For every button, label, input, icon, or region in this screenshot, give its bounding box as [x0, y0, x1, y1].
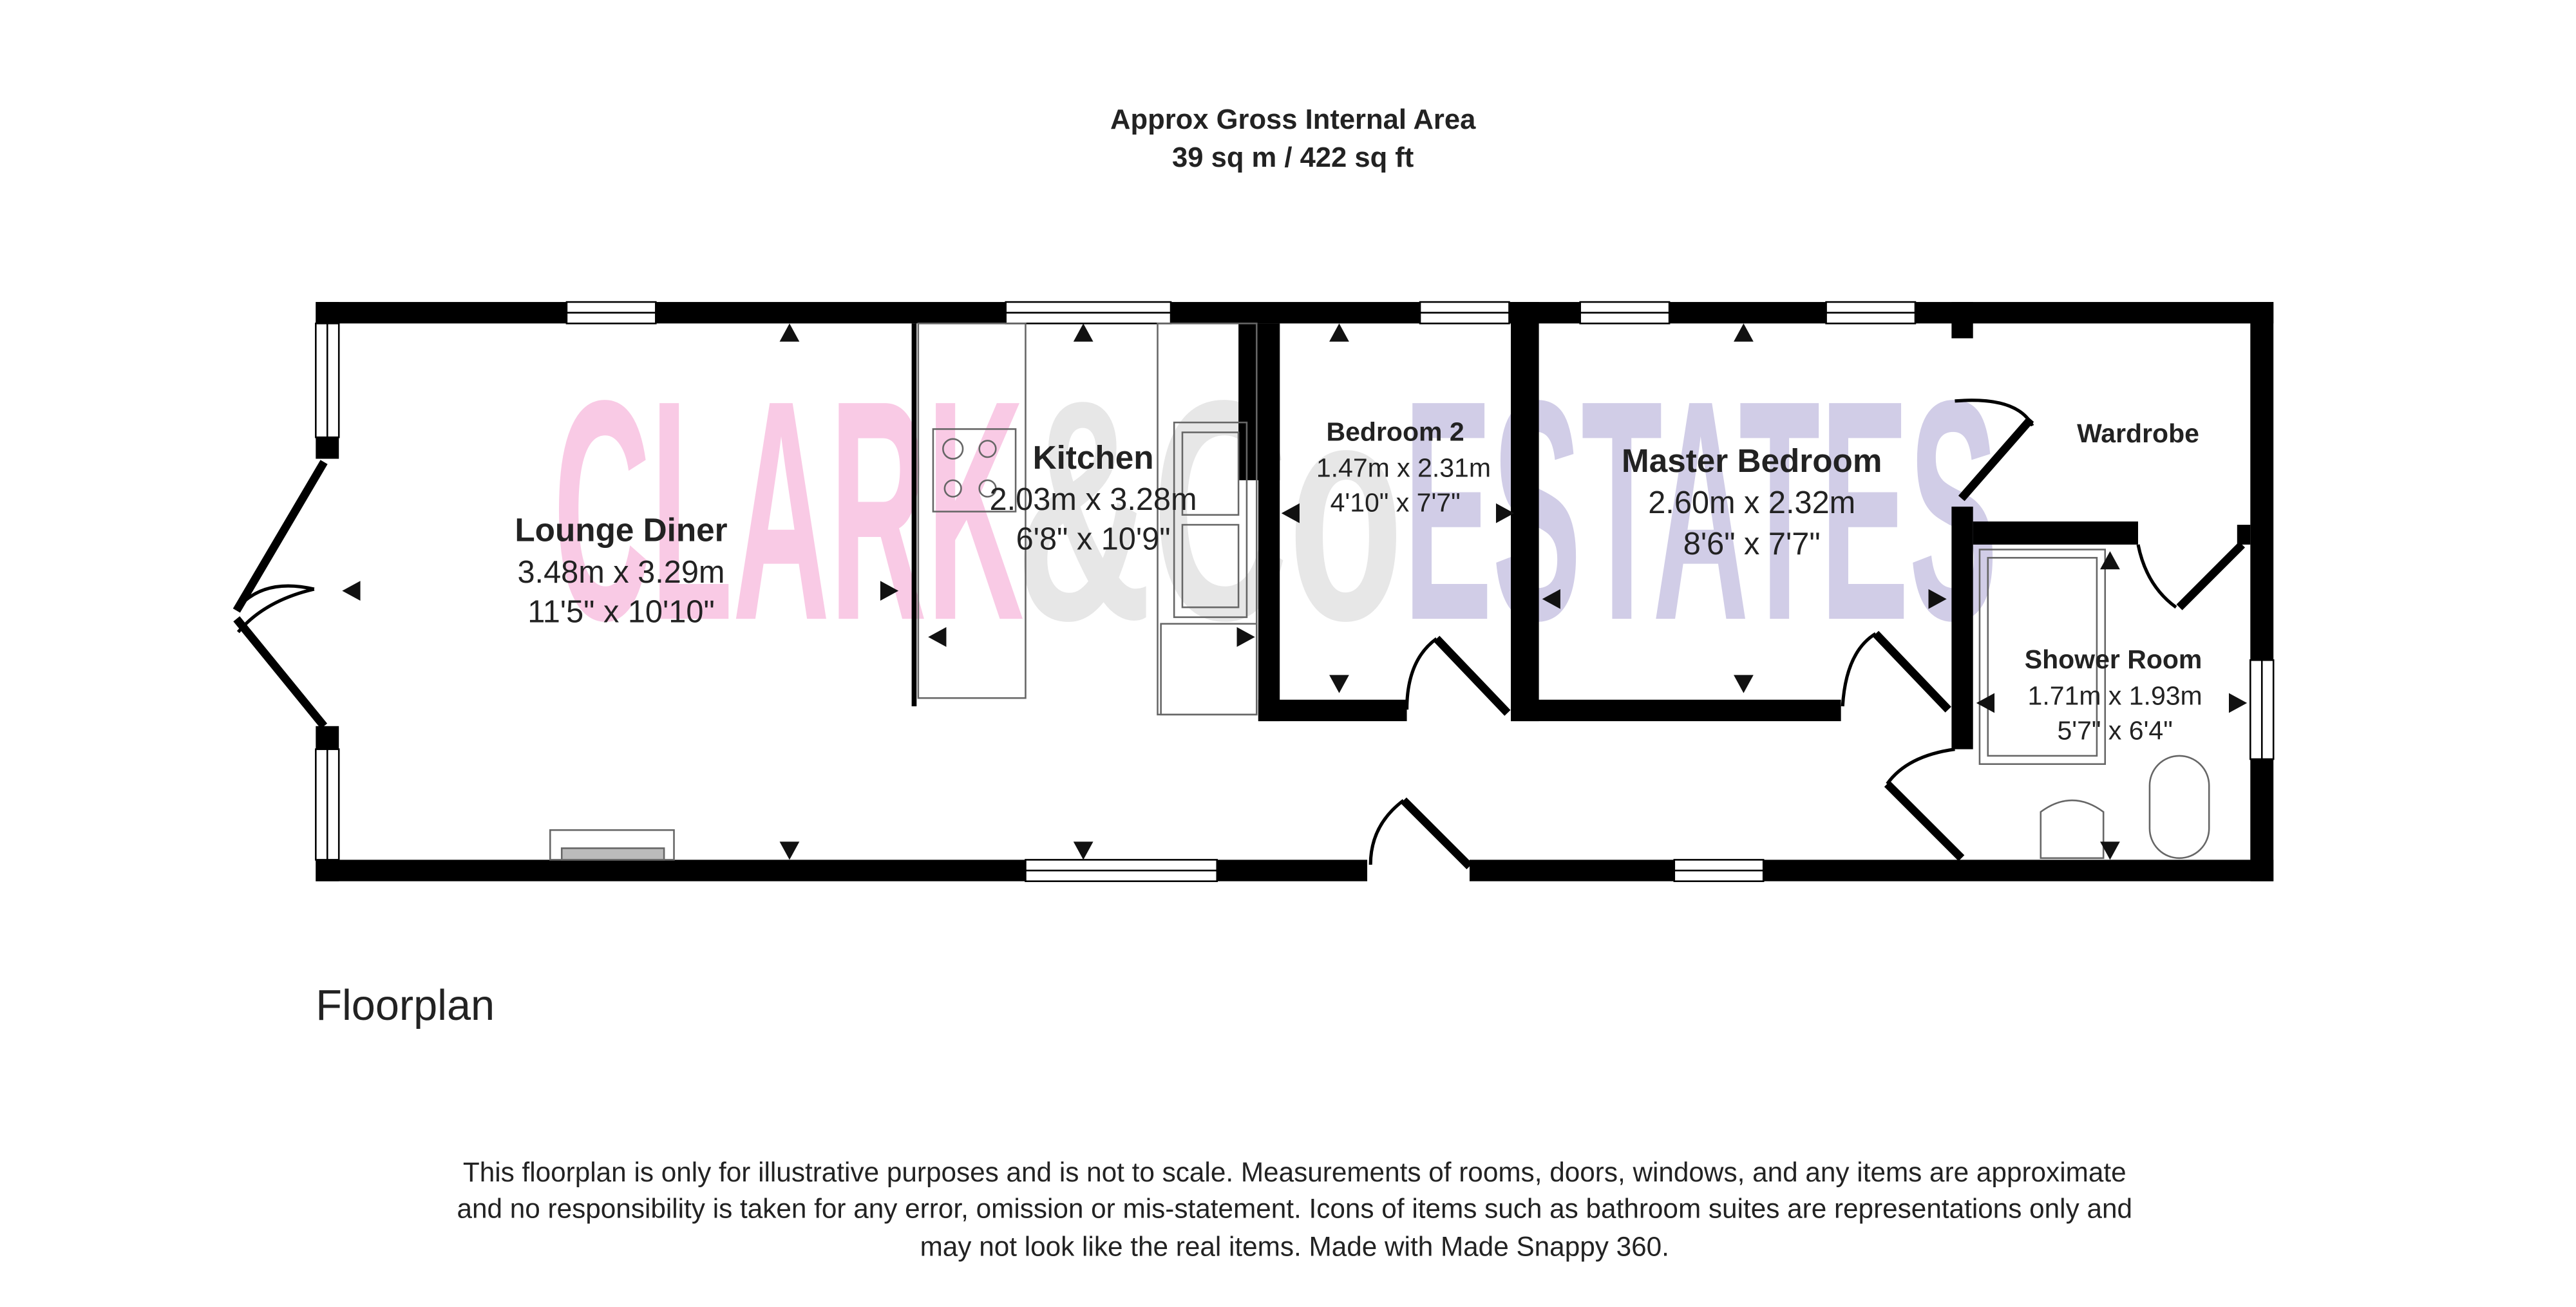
area-title: Approx Gross Internal Area: [1110, 104, 1476, 135]
room-lounge-diner: Lounge Diner 3.48m x 3.29m 11'5" x 10'10…: [515, 512, 727, 630]
room-name: Bedroom 2: [1327, 417, 1464, 446]
room-imperial: 11'5" x 10'10": [527, 594, 715, 629]
room-metric: 1.47m x 2.31m: [1316, 453, 1491, 483]
kitchen-fixtures: [549, 323, 1258, 861]
room-imperial: 4'10" x 7'7": [1331, 488, 1461, 518]
room-shower-room: Shower Room 1.71m x 1.93m 5'7" x 6'4": [2025, 644, 2202, 745]
room-name: Lounge Diner: [515, 512, 727, 549]
room-name: Kitchen: [1033, 439, 1154, 476]
window-glazing: [326, 312, 2263, 872]
floor-label: Floorplan: [316, 982, 495, 1030]
room-metric: 3.48m x 3.29m: [517, 555, 724, 590]
basin-icon: [2040, 799, 2105, 860]
room-metric: 2.03m x 3.28m: [990, 482, 1197, 517]
room-name: Master Bedroom: [1622, 442, 1882, 479]
disclaimer-line: This floorplan is only for illustrative …: [463, 1157, 2126, 1187]
room-imperial: 5'7" x 6'4": [2057, 715, 2172, 745]
room-wardrobe: Wardrobe: [2077, 418, 2199, 448]
watermark-clark: CLARK: [553, 335, 1023, 686]
room-name: Wardrobe: [2077, 418, 2199, 448]
room-imperial: 6'8" x 10'9": [1016, 522, 1171, 557]
toilet-icon: [2148, 755, 2210, 860]
bathroom-fixtures: [1978, 549, 2210, 860]
watermark-co: &Co: [1016, 335, 1403, 686]
room-bedroom-2: Bedroom 2 1.47m x 2.31m 4'10" x 7'7": [1316, 417, 1491, 517]
room-name: Shower Room: [2025, 644, 2202, 674]
room-metric: 1.71m x 1.93m: [2028, 681, 2202, 710]
room-metric: 2.60m x 2.32m: [1648, 485, 1855, 520]
disclaimer-line: and no responsibility is taken for any e…: [457, 1194, 2132, 1224]
disclaimer-line: may not look like the real items. Made w…: [920, 1232, 1669, 1262]
shower-tray-icon: [1978, 549, 2107, 766]
room-imperial: 8'6" x 7'7": [1683, 527, 1821, 561]
hob-icon: [932, 428, 1017, 512]
area-value: 39 sq m / 422 sq ft: [1172, 142, 1414, 173]
disclaimer: This floorplan is only for illustrative …: [457, 1157, 2132, 1261]
room-kitchen: Kitchen 2.03m x 3.28m 6'8" x 10'9": [990, 439, 1197, 557]
sink-icon: [1173, 421, 1248, 618]
room-master-bedroom: Master Bedroom 2.60m x 2.32m 8'6" x 7'7": [1622, 442, 1882, 561]
measurement-arrows: [342, 323, 2248, 860]
doors: [232, 399, 2246, 870]
